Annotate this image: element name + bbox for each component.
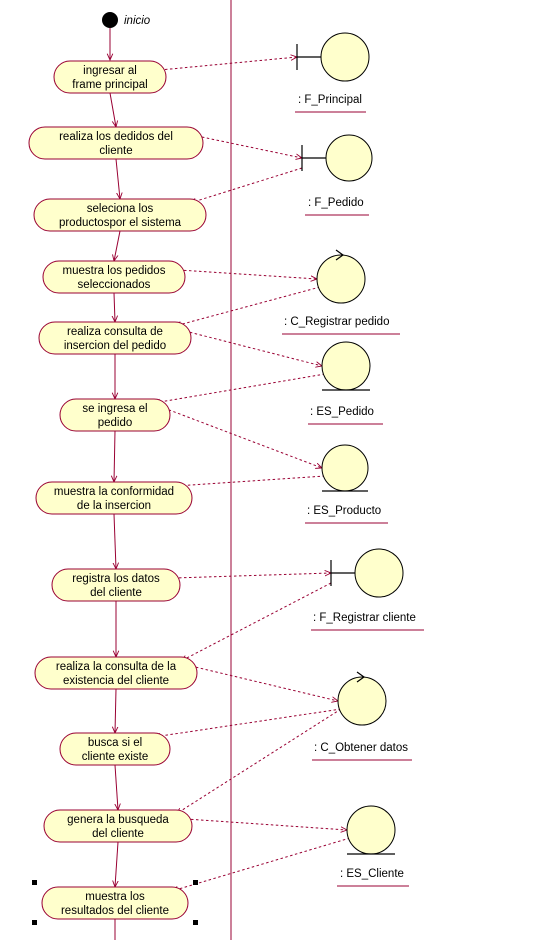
initial-node[interactable] [102,12,118,28]
activity-label-line: del cliente [90,587,142,599]
dependency-a8-o6[interactable] [173,573,331,579]
object-entity-o5[interactable]: : ES_Producto [305,444,388,524]
control-flow[interactable] [114,292,115,322]
control-flow[interactable] [115,688,116,733]
selection-handles [32,880,198,925]
object-label: : F_Pedido [308,197,364,209]
activity-label-line: busca si el [88,737,142,749]
activity-label-line: insercion del pedido [64,340,166,352]
control-flow[interactable] [115,764,118,810]
object-control-o7[interactable]: : C_Obtener datos [312,671,412,761]
activity-label-line: resultados del cliente [61,905,169,917]
activity-a6[interactable]: se ingresa el pedido [59,398,171,432]
activity-label-line: existencia del cliente [63,675,169,687]
activity-label-line: realiza los dedidos del [59,131,173,143]
activity-label-line: realiza la consulta de la [56,661,177,673]
object-label: : F_Registrar cliente [313,612,416,624]
object-nodes: : F_Principal : F_Pedido : C_Registrar ped… [282,32,424,887]
object-boundary-o2[interactable]: : F_Pedido [301,134,373,216]
activity-a4[interactable]: muestra los pedidos seleccionados [42,260,186,294]
activity-label-line: registra los datos [72,573,160,585]
activity-a7[interactable]: muestra la conformidad de la insercion [35,481,193,515]
control-flow[interactable] [114,430,115,482]
object-control-o3[interactable]: : C_Registrar pedido [282,249,400,335]
activity-label-line: realiza consulta de [67,326,163,338]
dependency-o5-a7[interactable] [176,475,326,486]
dependency-o6-a9[interactable] [181,582,332,661]
dependency-o7-a11[interactable] [176,708,342,814]
dependency-a6-o5[interactable] [163,407,322,468]
object-label: : C_Obtener datos [314,742,408,754]
activity-label-line: muestra la conformidad [54,486,174,498]
activity-label-line: seleciona los [87,203,154,215]
object-label: : C_Registrar pedido [284,316,389,328]
activity-label-line: ingresar al [83,65,137,77]
control-flow[interactable] [115,158,120,199]
control-flow[interactable] [114,230,121,261]
activity-a8[interactable]: registra los datos del cliente [51,568,181,602]
dependency-a1-o1[interactable] [159,57,297,71]
activity-label-line: seleccionados [78,279,151,291]
activity-label-line: cliente existe [82,751,148,763]
dependency-a5-o4[interactable] [184,330,322,366]
dependency-o4-a6[interactable] [154,373,326,403]
activity-a3[interactable]: seleciona los productospor el sistema [33,198,207,232]
activity-label-line: genera la busqueda [67,814,169,826]
object-label: : F_Principal [298,94,362,106]
activity-label-line: del cliente [92,828,144,840]
dependency-a11-o8[interactable] [185,818,347,830]
activity-label-line: de la insercion [77,500,151,512]
object-entity-o4[interactable]: : ES_Pedido [308,341,383,425]
dependency-o2-a3[interactable] [190,167,303,203]
activity-label-line: muestra los pedidos [63,265,166,277]
activity-a1[interactable]: ingresar al frame principal [53,60,167,94]
activity-nodes: ingresar al frame principal realiza los de… [28,60,207,920]
activity-a11[interactable]: genera la busqueda del cliente [43,809,193,843]
dependency-a4-o3[interactable] [178,269,317,279]
object-boundary-o6[interactable]: : F_Registrar cliente [311,548,424,631]
activity-label-line: frame principal [72,79,147,91]
dependency-a9-o7[interactable] [190,665,338,701]
dependency-o7-a10[interactable] [154,708,342,737]
initial-node-label: inicio [124,15,151,27]
object-label: : ES_Cliente [340,868,404,880]
activity-a9[interactable]: realiza la consulta de la existencia del … [34,656,198,690]
activity-label-line: cliente [99,145,132,157]
control-flow[interactable] [109,92,116,127]
dependency-o3-a5[interactable] [175,286,321,326]
control-flows [110,28,120,940]
control-flow[interactable] [115,841,118,887]
dependency-a2-o2[interactable] [196,135,302,158]
object-entity-o8[interactable]: : ES_Cliente [337,805,409,887]
object-boundary-o1[interactable]: : F_Principal [295,32,370,113]
object-label: : ES_Producto [307,505,381,517]
dependency-o8-a12[interactable] [172,837,351,891]
activity-label-line: productospor el sistema [59,217,182,229]
activity-label-line: pedido [98,417,133,429]
activity-label-line: muestra los [85,891,145,903]
activity-label-line: se ingresa el [82,403,147,415]
activity-a12[interactable]: muestra los resultados del cliente [41,886,189,920]
object-label: : ES_Pedido [310,406,374,418]
activity-a5[interactable]: realiza consulta de insercion del pedido [38,321,192,355]
activity-a10[interactable]: busca si el cliente existe [59,732,171,766]
control-flow[interactable] [114,513,116,569]
object-dependencies [154,57,351,891]
activity-a2[interactable]: realiza los dedidos del cliente [28,126,204,160]
